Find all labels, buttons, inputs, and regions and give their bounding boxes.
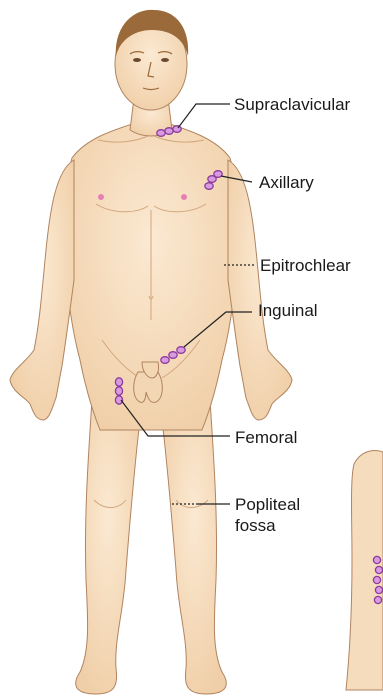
right-eye — [161, 58, 169, 62]
label-popliteal-line2: fossa — [235, 516, 276, 535]
leader-supraclavicular — [178, 104, 230, 128]
femoral-node — [115, 378, 122, 386]
left-arm — [10, 160, 74, 420]
inguinal-node — [177, 347, 185, 354]
inguinal-node — [169, 352, 177, 359]
inset-node — [375, 586, 382, 593]
label-popliteal-line1: Popliteal — [235, 495, 300, 514]
inset-node — [374, 596, 381, 603]
supraclavicular-node — [165, 128, 173, 135]
inguinal-node — [161, 357, 169, 364]
supraclavicular-node — [173, 126, 181, 133]
body-silhouette — [10, 18, 292, 694]
right-arm — [228, 160, 292, 420]
right-leg — [162, 400, 226, 694]
supraclavicular-node — [157, 130, 165, 137]
axillary-node — [208, 176, 216, 183]
nipple-right — [181, 194, 187, 200]
label-inguinal: Inguinal — [258, 301, 318, 320]
inset-node — [375, 566, 382, 573]
left-eye — [133, 58, 141, 62]
label-epitrochlear: Epitrochlear — [260, 256, 351, 275]
inset-node — [373, 556, 380, 563]
label-axillary: Axillary — [259, 173, 314, 192]
left-leg — [76, 400, 140, 694]
nipple-left — [98, 194, 104, 200]
label-supraclavicular: Supraclavicular — [234, 95, 350, 114]
label-femoral: Femoral — [235, 428, 297, 447]
inset-node — [373, 576, 380, 583]
axillary-node — [205, 183, 213, 190]
femoral-node — [115, 387, 122, 395]
